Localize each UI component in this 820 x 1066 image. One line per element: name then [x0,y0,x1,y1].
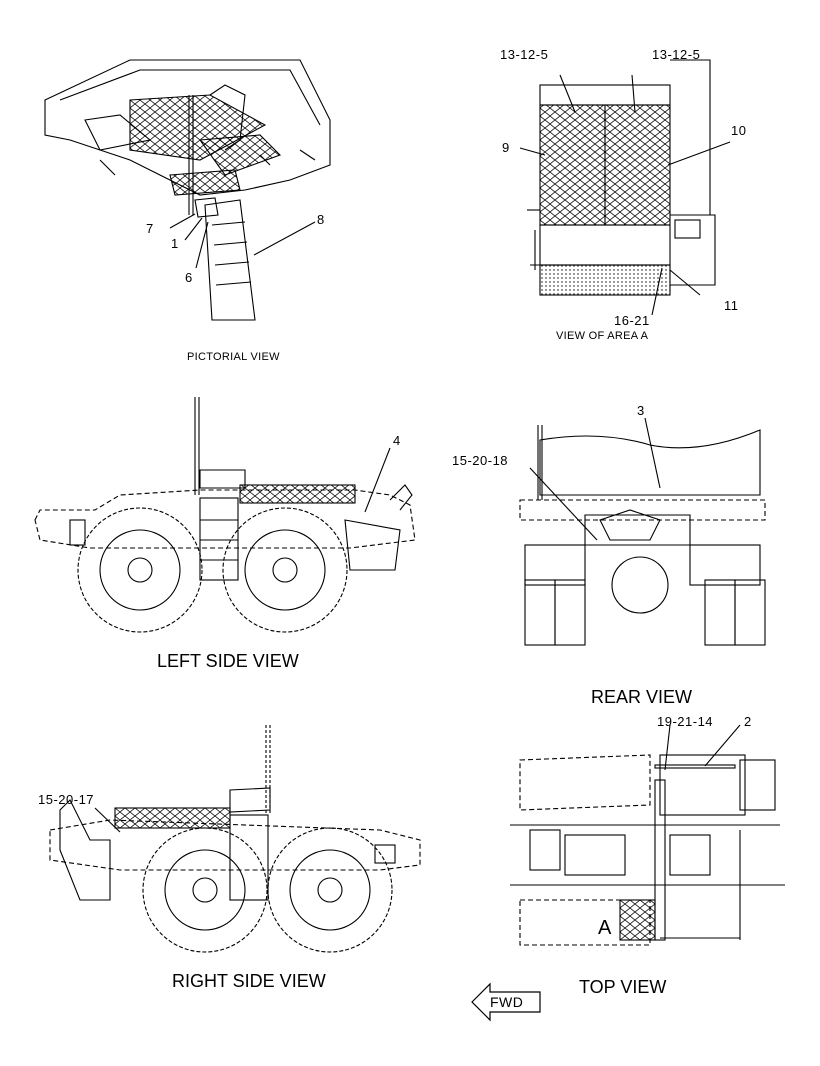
callout-15-20-17: 15-20-17 [38,792,95,807]
callout-11: 11 [724,298,739,313]
forward-arrow-icon [471,982,541,1022]
callout-6: 6 [185,270,193,285]
callout-16-21: 16-21 [614,313,650,328]
area-a-view-title: VIEW OF AREA A [556,330,649,342]
top-view-drawing [510,724,785,946]
area-a-marker: A [598,917,612,939]
callout-8: 8 [317,212,325,227]
callout-1: 1 [171,236,179,251]
rear-view-drawing [519,417,766,646]
callout-4: 4 [393,433,401,448]
callout-13-12-5-right: 13-12-5 [652,47,701,62]
right-side-view-title: RIGHT SIDE VIEW [172,971,326,991]
callout-7: 7 [146,221,154,236]
right-side-view-drawing [49,725,421,953]
callout-9: 9 [502,140,510,155]
callout-13-12-5-left: 13-12-5 [500,47,549,62]
top-view-title: TOP VIEW [579,977,667,997]
pictorial-view-drawing [44,59,331,321]
callout-10: 10 [731,123,747,138]
rear-view-title: REAR VIEW [591,687,693,707]
callout-15-20-18: 15-20-18 [452,453,509,468]
pictorial-view-title: PICTORIAL VIEW [187,351,280,363]
forward-arrow-label: FWD [490,994,524,1010]
callout-3: 3 [637,403,645,418]
callout-19-21-14: 19-21-14 [657,714,714,729]
callout-2: 2 [744,714,752,729]
area-a-view-drawing [519,59,731,316]
left-side-view-title: LEFT SIDE VIEW [157,651,299,671]
left-side-view-drawing [34,397,416,633]
